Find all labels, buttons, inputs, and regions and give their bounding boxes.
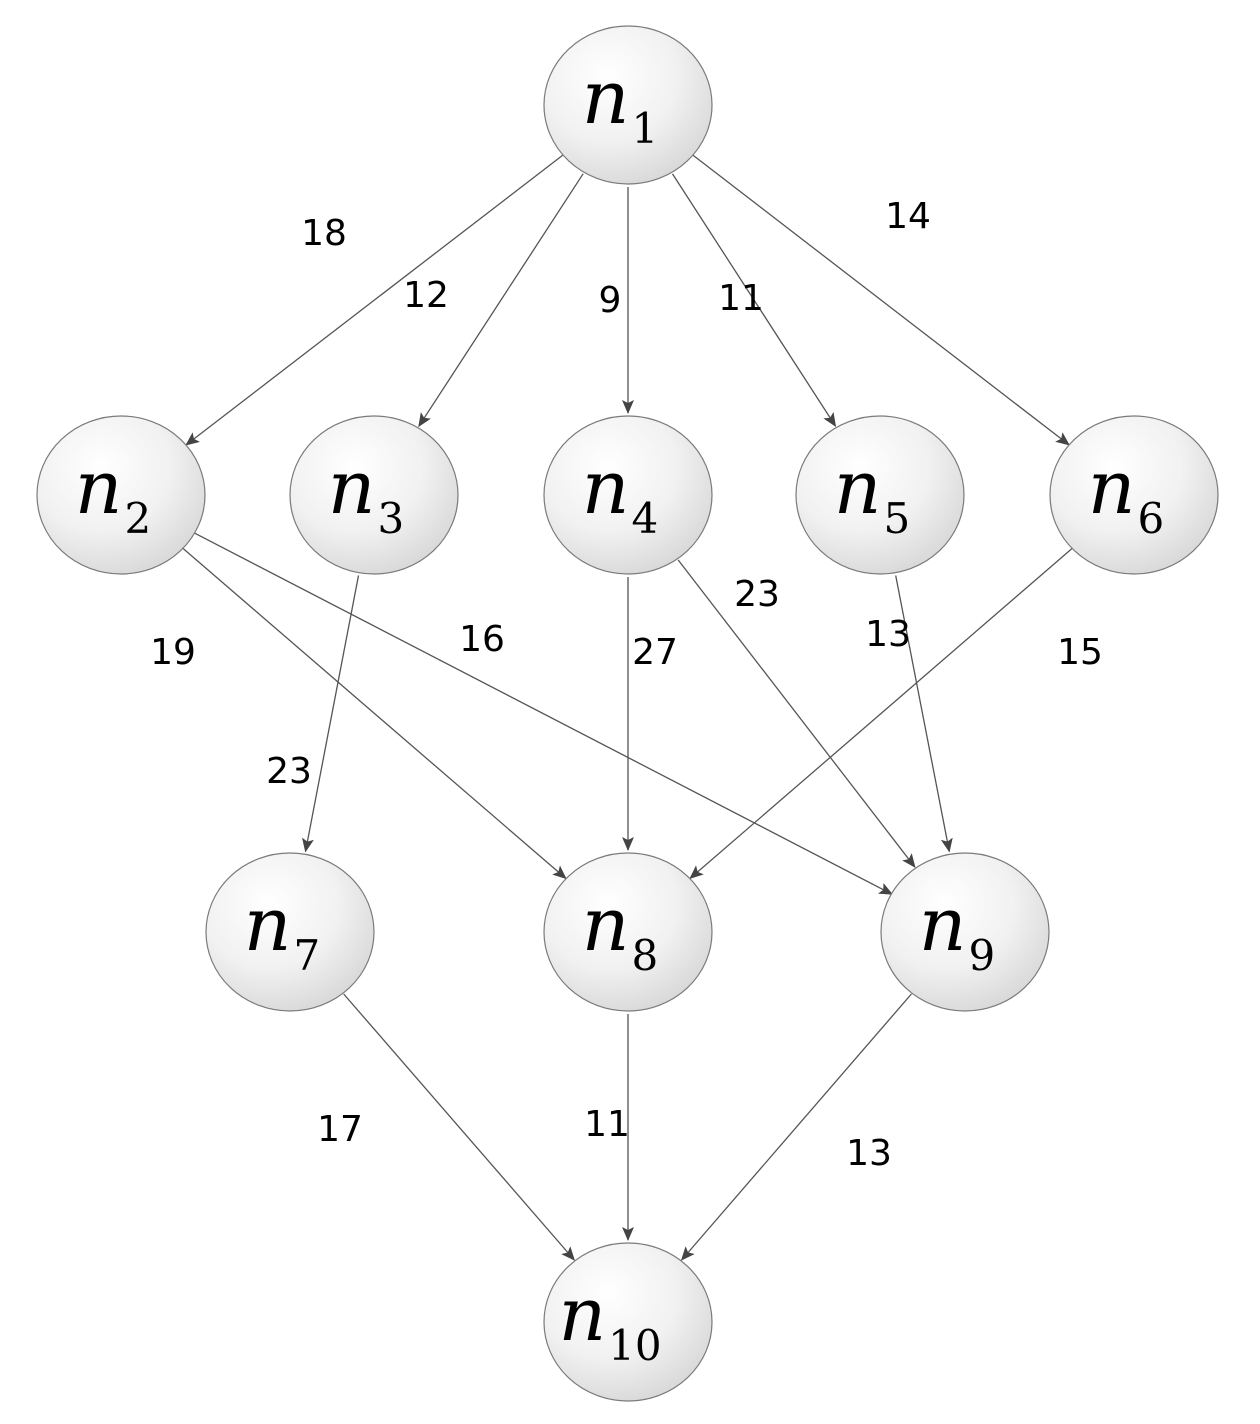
node-label-n4: n4: [582, 445, 658, 543]
node-circle-n7: [205, 852, 375, 1012]
edge-weight-n6-n8: 15: [1057, 632, 1103, 673]
node-subscript: 4: [631, 494, 658, 543]
node-n10: n10: [543, 1242, 713, 1402]
edge-weight-n4-n9: 23: [734, 574, 780, 615]
node-n1: n1: [543, 25, 713, 185]
node-label-n6: n6: [1088, 445, 1164, 543]
edge-n3-n7: [302, 575, 360, 853]
edge-weight-n2-n9: 16: [459, 619, 505, 660]
node-label-n1: n1: [582, 55, 658, 153]
node-subscript: 2: [124, 494, 151, 543]
node-n2: n2: [36, 415, 206, 575]
node-letter: n: [582, 882, 630, 968]
edge-n5-n9: [895, 575, 953, 853]
edge-n9-n10: [680, 993, 912, 1261]
node-label-n5: n5: [834, 445, 910, 543]
node-circle-n3: [289, 415, 459, 575]
node-subscript: 10: [608, 1321, 661, 1370]
node-circle-n9: [880, 852, 1050, 1012]
node-n7: n7: [205, 852, 375, 1012]
edge-weight-n1-n4: 9: [599, 280, 622, 321]
node-letter: n: [558, 1272, 606, 1358]
node-label-n2: n2: [75, 445, 151, 543]
edge-weight-n1-n2: 18: [301, 213, 347, 254]
node-subscript: 8: [631, 931, 658, 980]
node-n4: n4: [543, 415, 713, 575]
node-letter: n: [582, 445, 630, 531]
node-letter: n: [328, 445, 376, 531]
node-letter: n: [582, 55, 630, 141]
node-circle-n4: [543, 415, 713, 575]
node-circle-n2: [36, 415, 206, 575]
edge-n6-n8: [689, 548, 1073, 880]
node-label-n9: n9: [919, 882, 995, 980]
node-subscript: 9: [968, 931, 995, 980]
node-circle-n8: [543, 852, 713, 1012]
node-circle-n1: [543, 25, 713, 185]
edge-weight-n8-n10: 11: [584, 1104, 630, 1145]
node-circle-n6: [1049, 415, 1219, 575]
edge-weight-n3-n7: 23: [266, 751, 312, 792]
node-letter: n: [834, 445, 882, 531]
edge-weight-n2-n8: 19: [150, 632, 196, 673]
node-n9: n9: [880, 852, 1050, 1012]
node-n5: n5: [795, 415, 965, 575]
node-n3: n3: [289, 415, 459, 575]
node-label-n3: n3: [328, 445, 404, 543]
node-letter: n: [75, 445, 123, 531]
edge-n1-n6: [692, 154, 1070, 446]
node-subscript: 7: [293, 931, 320, 980]
edges-layer: [182, 154, 1073, 1261]
edge-n2-n8: [182, 548, 567, 880]
node-label-n8: n8: [582, 882, 658, 980]
node-n8: n8: [543, 852, 713, 1012]
edge-weight-n4-n8: 27: [632, 632, 678, 673]
node-letter: n: [919, 882, 967, 968]
node-label-n10: n10: [558, 1272, 661, 1370]
edge-n2-n9: [193, 532, 894, 895]
edge-weight-n1-n3: 12: [403, 275, 449, 316]
edge-weight-n7-n10: 17: [317, 1109, 363, 1150]
edge-n7-n10: [343, 993, 575, 1261]
edge-weight-n5-n9: 13: [865, 614, 911, 655]
node-subscript: 6: [1137, 494, 1164, 543]
node-n6: n6: [1049, 415, 1219, 575]
node-label-n7: n7: [244, 882, 320, 980]
edge-n4-n9: [677, 559, 916, 868]
node-subscript: 1: [631, 104, 658, 153]
edge-n1-n2: [185, 154, 564, 446]
edge-weight-n1-n6: 14: [885, 196, 931, 237]
node-letter: n: [244, 882, 292, 968]
node-subscript: 5: [883, 494, 910, 543]
node-circle-n5: [795, 415, 965, 575]
node-subscript: 3: [377, 494, 404, 543]
edge-n1-n3: [418, 173, 584, 428]
edge-weight-n9-n10: 13: [846, 1133, 892, 1174]
edge-labels-layer: 18 12 9 11 14 19 16 23 27 23 13 15 17 11 13: [150, 196, 1103, 1174]
node-circle-n10: [543, 1242, 713, 1402]
node-letter: n: [1088, 445, 1136, 531]
edge-n1-n5: [671, 173, 837, 427]
edge-weight-n1-n5: 11: [718, 278, 764, 319]
